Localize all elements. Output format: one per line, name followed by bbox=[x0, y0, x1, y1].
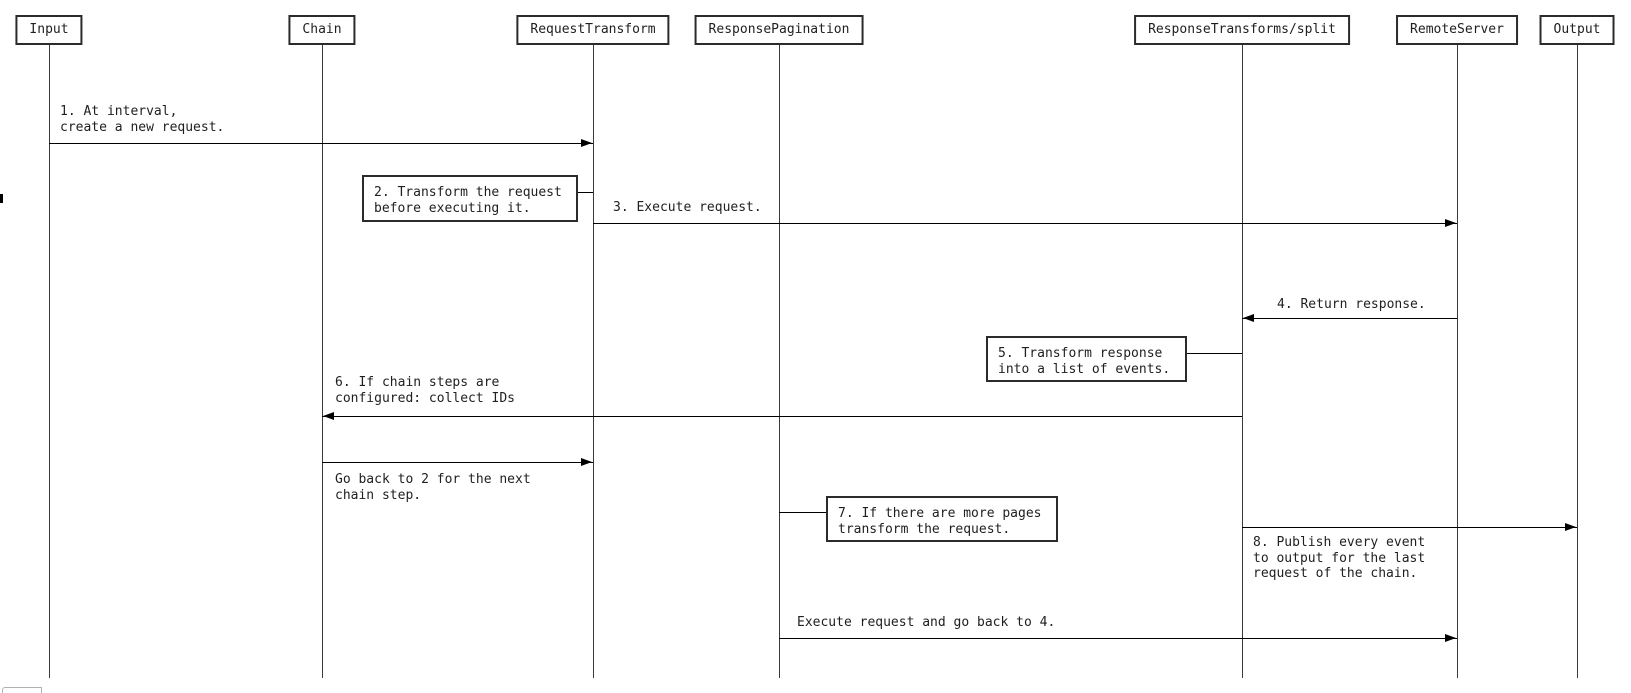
arrowhead-msg-1-at-interval bbox=[581, 139, 592, 147]
lifeline-response-pagination bbox=[779, 45, 780, 678]
lifeline-input bbox=[49, 45, 50, 678]
message-line-msg-execute-go-back-4 bbox=[779, 638, 1457, 639]
bottom-left-window-corner-fragment bbox=[2, 687, 42, 693]
note-connector-note-2-transform-request bbox=[578, 192, 593, 193]
message-label-msg-execute-go-back-4: Execute request and go back to 4. bbox=[797, 615, 1056, 630]
note-connector-note-7-more-pages bbox=[779, 512, 826, 513]
arrowhead-msg-3-execute-request bbox=[1445, 219, 1456, 227]
lifeline-remote-server bbox=[1457, 45, 1458, 678]
lifeline-chain bbox=[322, 45, 323, 678]
arrowhead-msg-8-publish-events bbox=[1565, 523, 1576, 531]
message-label-msg-8-publish-events: 8. Publish every event to output for the… bbox=[1253, 535, 1426, 581]
message-line-msg-4-return-response bbox=[1242, 318, 1457, 319]
participant-box-response-pagination: ResponsePagination bbox=[694, 15, 864, 45]
participant-box-request-transform: RequestTransform bbox=[516, 15, 670, 45]
note-connector-note-5-transform-response bbox=[1187, 353, 1242, 354]
left-edge-tick bbox=[0, 194, 3, 203]
message-line-msg-8-publish-events bbox=[1242, 527, 1577, 528]
participant-box-chain: Chain bbox=[288, 15, 356, 45]
lifeline-response-transforms-split bbox=[1242, 45, 1243, 678]
message-line-msg-1-at-interval bbox=[49, 143, 593, 144]
arrowhead-msg-4-return-response bbox=[1243, 314, 1254, 322]
message-line-msg-6-collect-ids bbox=[322, 416, 1242, 417]
participant-box-response-transforms-split: ResponseTransforms/split bbox=[1134, 15, 1350, 45]
message-label-msg-4-return-response: 4. Return response. bbox=[1277, 297, 1426, 312]
lifeline-request-transform bbox=[593, 45, 594, 678]
participant-box-output: Output bbox=[1539, 15, 1615, 45]
arrowhead-msg-go-back-to-2 bbox=[581, 458, 592, 466]
note-box-note-2-transform-request: 2. Transform the request before executin… bbox=[362, 175, 578, 222]
arrowhead-msg-6-collect-ids bbox=[323, 412, 334, 420]
lifeline-output bbox=[1577, 45, 1578, 678]
message-label-msg-go-back-to-2: Go back to 2 for the next chain step. bbox=[335, 472, 531, 503]
note-box-note-7-more-pages: 7. If there are more pages transform the… bbox=[826, 496, 1058, 542]
message-label-msg-3-execute-request: 3. Execute request. bbox=[613, 200, 762, 215]
message-label-msg-1-at-interval: 1. At interval, create a new request. bbox=[60, 104, 225, 135]
message-label-msg-6-collect-ids: 6. If chain steps are configured: collec… bbox=[335, 375, 516, 406]
arrowhead-msg-execute-go-back-4 bbox=[1445, 634, 1456, 642]
message-line-msg-3-execute-request bbox=[593, 223, 1457, 224]
note-box-note-5-transform-response: 5. Transform response into a list of eve… bbox=[986, 336, 1187, 382]
participant-box-remote-server: RemoteServer bbox=[1396, 15, 1518, 45]
message-line-msg-go-back-to-2 bbox=[322, 462, 593, 463]
participant-box-input: Input bbox=[15, 15, 83, 45]
